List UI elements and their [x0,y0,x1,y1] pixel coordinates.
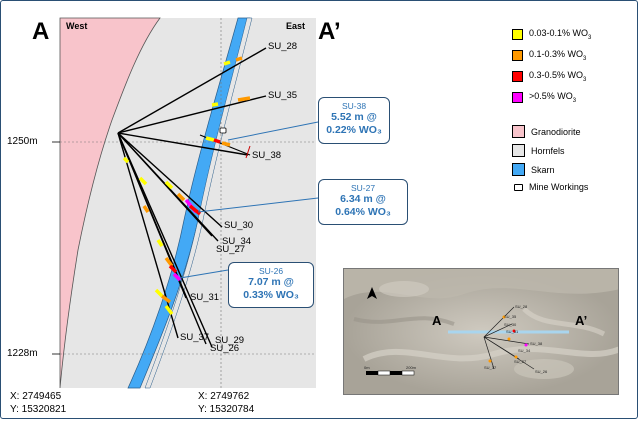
hole-label: SU_26 [210,343,240,354]
mine-working-marker [219,127,227,134]
scale-end: 200m [406,365,417,370]
legend-grade-2: 0.1-0.3% WO3 [512,49,586,62]
hole-label: SU_31 [190,292,220,303]
inset-hole-label: SU_37 [484,365,497,370]
inset-hole-label: SU_27 [514,359,527,364]
inset-terrain [344,269,618,394]
west-y: Y: 15320821 [10,404,67,415]
legend-swatch [512,49,523,61]
hole-label: SU_34 [222,236,252,247]
legend-hornfels: Hornfels [512,144,565,157]
hole-tail [245,145,251,159]
legend-swatch [512,28,523,40]
hole-label: SU_38 [252,150,282,161]
legend-swatch [512,163,525,176]
inset-location-map: A A’ 0m 200m SU_28 SU_35 SU_38 SU_30 SU_… [343,268,619,395]
legend-grade-4: >0.5% WO3 [512,91,576,104]
legend-label: Hornfels [531,145,565,156]
legend-label: 0.3-0.5% WO3 [529,70,587,83]
west-label: West [66,21,88,31]
hole-trace [117,132,179,339]
skarn-band-inner [144,17,253,389]
drill-holes [117,47,267,348]
center-coordinates: X: 2749762 Y: 15320784 [198,390,254,416]
inset-hole-label: SU_35 [504,314,517,319]
east-label: East [286,21,306,31]
section-start-label: A [32,18,50,45]
scale-start: 0m [364,365,370,370]
legend-label: Skarn [531,164,555,175]
callout-grade: 0.33% WO₃ [243,289,299,301]
legend-grade-3: 0.3-0.5% WO3 [512,70,586,83]
inset-end-label: A’ [575,313,588,328]
section-end-label: A’ [318,18,341,45]
callout-length: 6.34 m @ [340,193,386,205]
hole-trace [117,95,267,134]
hole-label: SU_30 [224,220,254,231]
legend-label: 0.03-0.1% WO3 [529,28,592,41]
hole-label: SU_35 [268,90,298,101]
hole-trace [117,47,267,134]
legend-label: Granodiorite [531,126,581,137]
legend-grade-1: 0.03-0.1% WO3 [512,28,591,41]
legend-swatch [514,183,523,191]
legend-swatch [512,125,525,138]
west-coordinates: X: 2749465 Y: 15320821 [10,390,66,416]
granodiorite-zone [59,17,161,389]
hole-trace [117,132,213,348]
legend-label: 0.1-0.3% WO3 [529,49,587,62]
hole-label: SU_27 [216,244,246,255]
callout-su-26: SU-26 7.07 m @ 0.33% WO₃ [228,262,314,308]
hole-trace [117,132,213,237]
inset-hole-label: SU_30 [504,322,517,327]
callout-hole-id: SU-26 [258,266,284,276]
inset-hole-label: SU_31 [506,329,519,334]
inset-hole-label: SU_28 [515,304,528,309]
hole-label: SU_28 [268,41,298,52]
hole-label: SU_37 [180,332,210,343]
legend-swatch [512,91,523,103]
legend-granodiorite: Granodiorite [512,125,581,138]
legend-mine-workings: Mine Workings [512,182,588,192]
legend-swatch [512,70,523,82]
callout-length: 7.07 m @ [248,276,294,288]
elevation-label-1250: 1250m [7,136,38,147]
hole-trace [117,132,207,345]
legend-swatch [512,144,525,157]
callout-su-27: SU-27 6.34 m @ 0.64% WO₃ [318,179,408,225]
hole-label: SU_29 [215,335,245,346]
inset-hole-label: SU_38 [530,341,543,346]
center-y: Y: 15320784 [198,404,255,415]
inset-hole-label: SU_34 [518,348,531,353]
callout-hole-id: SU-27 [350,183,376,193]
center-x: X: 2749762 [198,391,250,402]
elevation-label-1228: 1228m [7,348,38,359]
callout-grade: 0.22% WO₃ [326,124,382,136]
north-arrow-icon [367,287,377,299]
legend-skarn: Skarn [512,163,555,176]
west-x: X: 2749465 [10,391,62,402]
callout-hole-id: SU-38 [341,101,367,111]
hole-trace [117,132,249,156]
legend-label: >0.5% WO3 [529,91,577,104]
callout-leaders [179,121,319,279]
assay-intervals [122,56,251,316]
inset-start-label: A [432,313,442,328]
callout-length: 5.52 m @ [331,111,377,123]
legend-label: Mine Workings [529,182,589,192]
callout-su-38: SU-38 5.52 m @ 0.22% WO₃ [318,97,390,144]
inset-hole-label: SU_26 [535,369,548,374]
callout-grade: 0.64% WO₃ [335,206,391,218]
